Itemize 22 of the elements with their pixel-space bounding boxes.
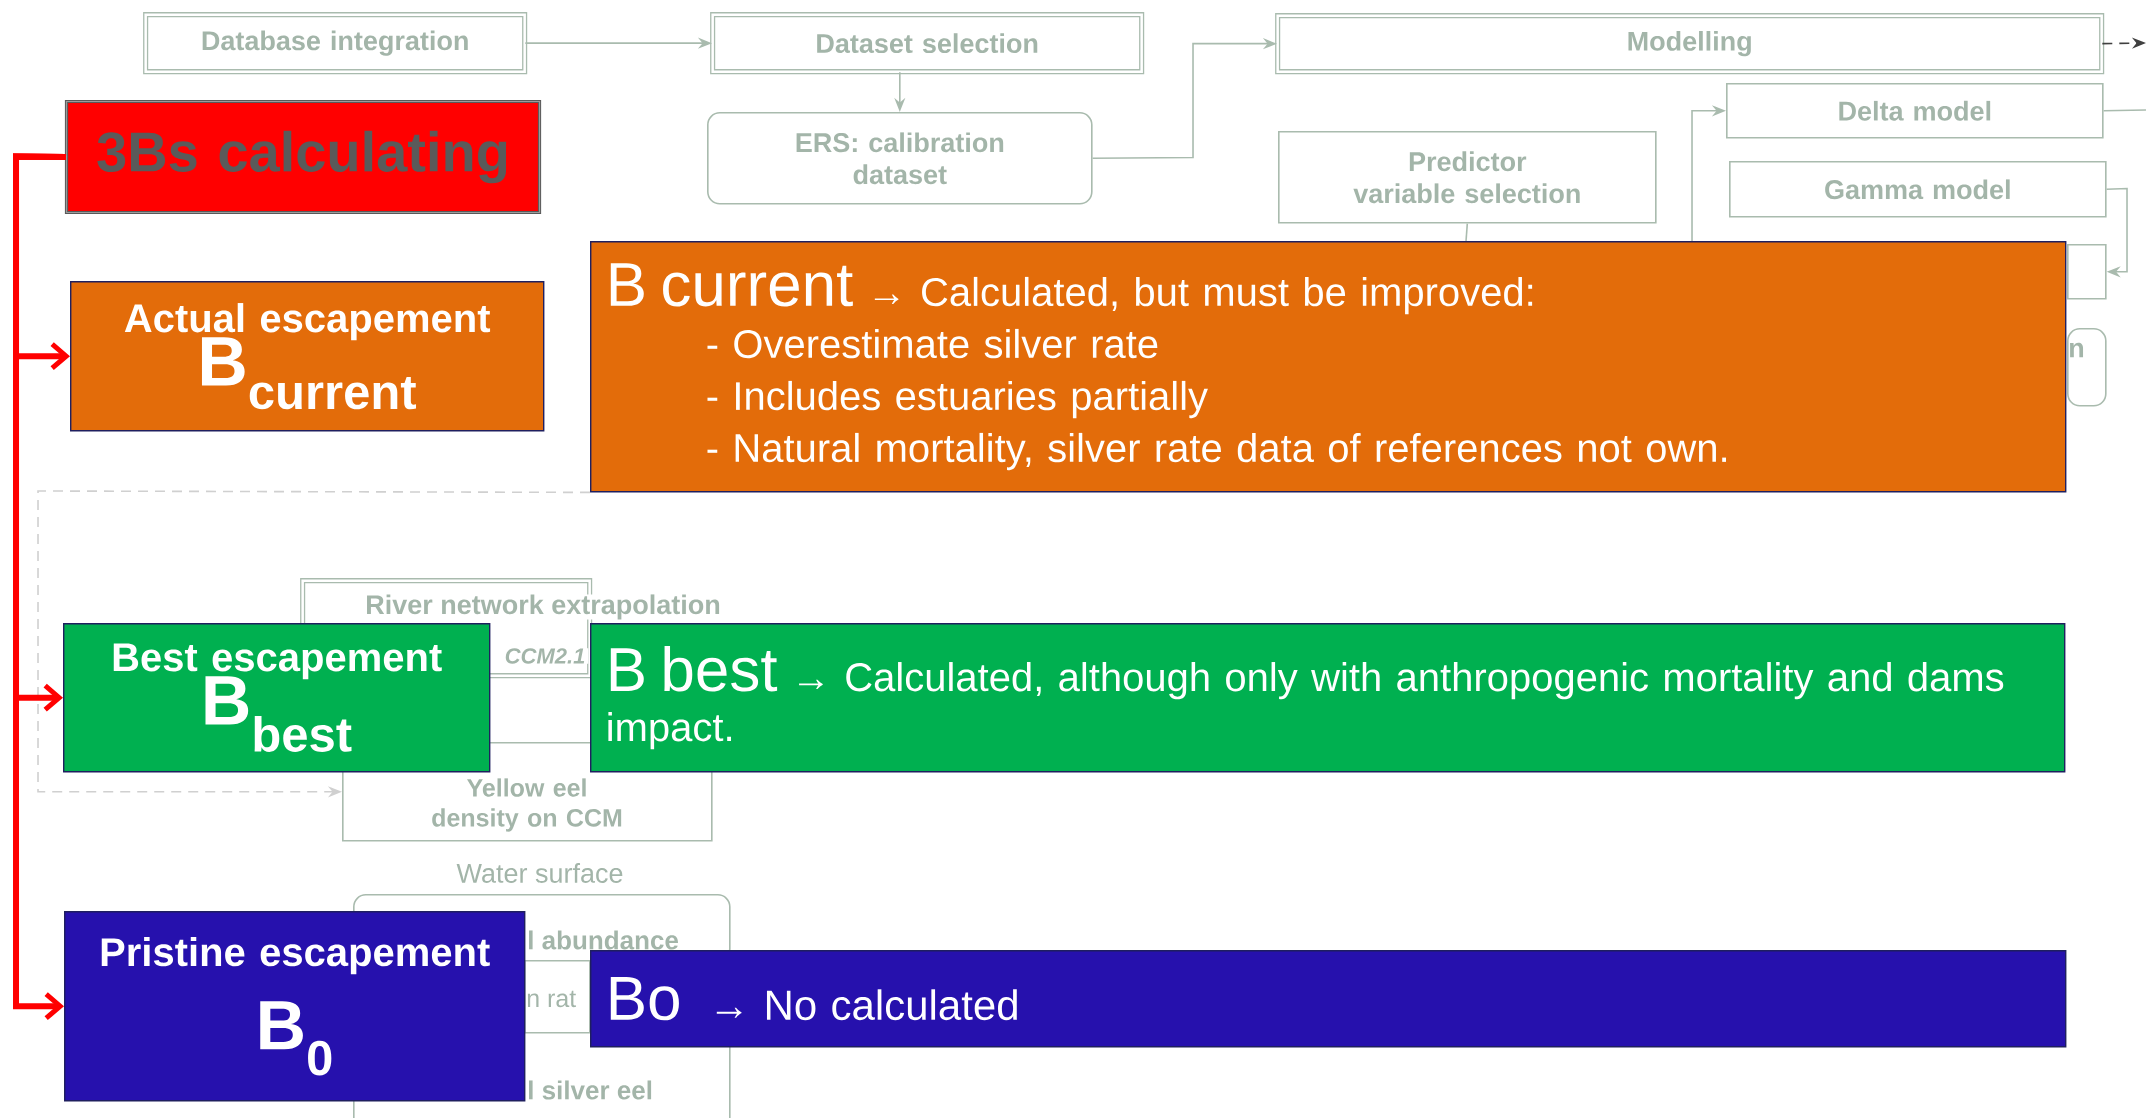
category-box: Actual escapement B$_{current}$ — [70, 281, 545, 432]
category-box: Best escapement B$_{best}$ — [63, 623, 491, 773]
process-box: n — [2067, 328, 2107, 407]
annotation-text: Water surface — [456, 863, 623, 883]
process-box: Gamma model — [1729, 161, 2107, 218]
process-box: ERS: calibration dataset — [707, 112, 1093, 205]
arrow — [2105, 187, 2128, 278]
process-box: Predictor variable selection — [1278, 131, 1657, 224]
process-box: Modelling — [1275, 13, 2105, 75]
note-box: B best → Calculated, although only with anthropogenic mortality and dams impact. — [590, 623, 2066, 773]
process-box — [2067, 244, 2107, 300]
note-box: B current → Calculated, but must be improved: - Overestimate silver rate - Includes estuaries partially - Natural mortality, silver rate data of references not own. — [590, 241, 2067, 493]
connector-line — [1465, 222, 1469, 242]
note-box: Bo → No calculated — [590, 950, 2067, 1048]
arrow — [13, 153, 67, 1021]
category-box: Pristine escapement B$_{0}$ — [64, 911, 526, 1102]
connector-line — [2102, 109, 2146, 112]
process-box: n rat — [524, 960, 591, 1034]
process-box: Dataset selection — [710, 12, 1145, 75]
process-box: Database integration — [143, 12, 528, 75]
process-box: Delta model — [1726, 83, 2104, 139]
heading-box: 3Bs calculating — [64, 99, 542, 215]
